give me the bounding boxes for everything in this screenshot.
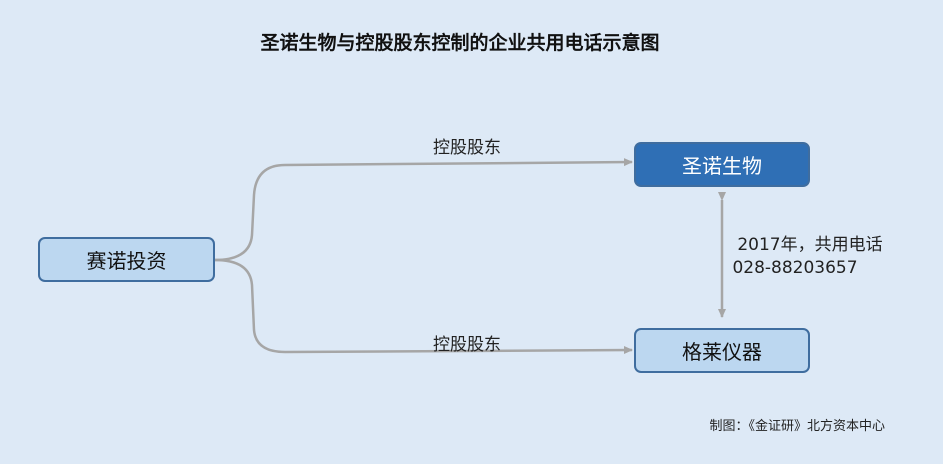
node-investor: 赛诺投资 [38,237,215,282]
node-bio: 圣诺生物 [634,142,810,187]
edge-investor-to-instrument [214,258,633,355]
edge-label-top: 控股股东 [433,138,501,158]
phone-label-line1: 2017年，共用电话 [737,235,883,255]
diagram-title: 圣诺生物与控股股东控制的企业共用电话示意图 [260,32,660,54]
edge-label-bottom: 控股股东 [433,335,501,355]
edge-investor-to-bio [214,158,633,262]
phone-label-line2: 028-88203657 [732,258,858,278]
source-credit: 制图：《金证研》北方资本中心 [709,419,885,434]
node-instrument: 格莱仪器 [634,328,810,373]
